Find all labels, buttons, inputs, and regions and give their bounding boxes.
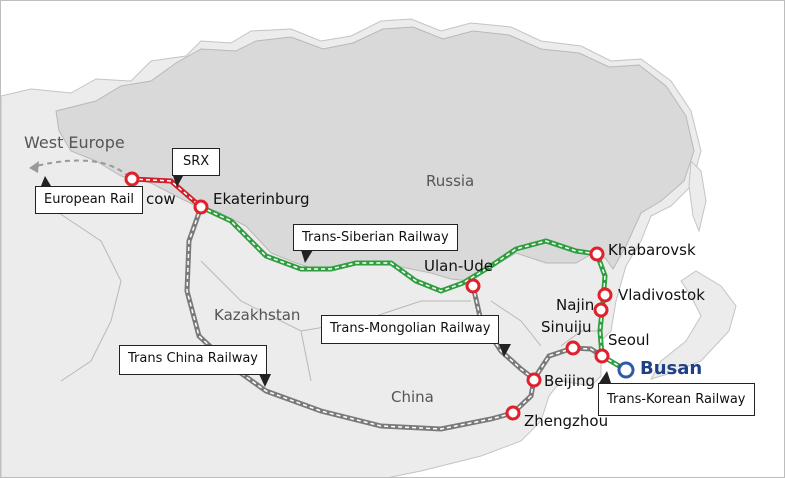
tsr-tail bbox=[301, 250, 313, 263]
city-zhengzhou: Zhengzhou bbox=[524, 412, 609, 430]
station-moscow bbox=[124, 171, 140, 187]
city-najin: Najin bbox=[556, 296, 595, 314]
city-ekaterinburg: Ekaterinburg bbox=[213, 190, 310, 208]
city-moscow: cow bbox=[146, 190, 176, 208]
region-russia: Russia bbox=[426, 172, 475, 190]
city-khabarovsk: Khabarovsk bbox=[608, 241, 696, 259]
tcr-tail bbox=[259, 374, 271, 387]
west-europe-arrow bbox=[29, 161, 39, 173]
station-najin bbox=[593, 302, 609, 318]
callout-trans-korean: Trans-Korean Railway bbox=[598, 383, 755, 416]
tmr-tail bbox=[499, 344, 511, 357]
callout-srx: SRX bbox=[172, 148, 221, 176]
russia-shape bbox=[55, 26, 695, 282]
station-ulan-ude bbox=[465, 278, 481, 294]
station-beijing bbox=[526, 372, 542, 388]
callout-european-rail: European Rail bbox=[35, 186, 143, 214]
island-japan bbox=[649, 270, 737, 380]
station-seoul bbox=[594, 348, 610, 364]
callout-trans-china: Trans China Railway bbox=[119, 345, 267, 375]
island-sakhalin bbox=[688, 159, 707, 233]
station-zhengzhou bbox=[505, 405, 521, 421]
region-west-europe: West Europe bbox=[24, 133, 125, 152]
srx-tail bbox=[173, 176, 183, 187]
station-vladivostok bbox=[597, 287, 613, 303]
west-europe-link bbox=[35, 159, 130, 178]
european-rail-tail bbox=[41, 176, 51, 186]
city-busan: Busan bbox=[640, 358, 703, 379]
station-busan bbox=[617, 361, 635, 379]
callout-trans-mongolian: Trans-Mongolian Railway bbox=[321, 315, 500, 344]
region-kazakhstan: Kazakhstan bbox=[214, 306, 301, 324]
city-seoul: Seoul bbox=[608, 331, 650, 349]
station-khabarovsk bbox=[589, 246, 605, 262]
station-ekaterinburg bbox=[193, 199, 209, 215]
city-sinuiju: Sinuiju bbox=[541, 318, 592, 336]
region-china: China bbox=[391, 388, 434, 406]
tkr-tail bbox=[599, 371, 611, 383]
city-vladivostok: Vladivostok bbox=[618, 286, 705, 304]
city-ulan-ude: Ulan-Ude bbox=[424, 257, 493, 275]
city-beijing: Beijing bbox=[544, 372, 596, 390]
station-sinuiju bbox=[565, 340, 581, 356]
callout-trans-siberian: Trans-Siberian Railway bbox=[293, 224, 458, 251]
